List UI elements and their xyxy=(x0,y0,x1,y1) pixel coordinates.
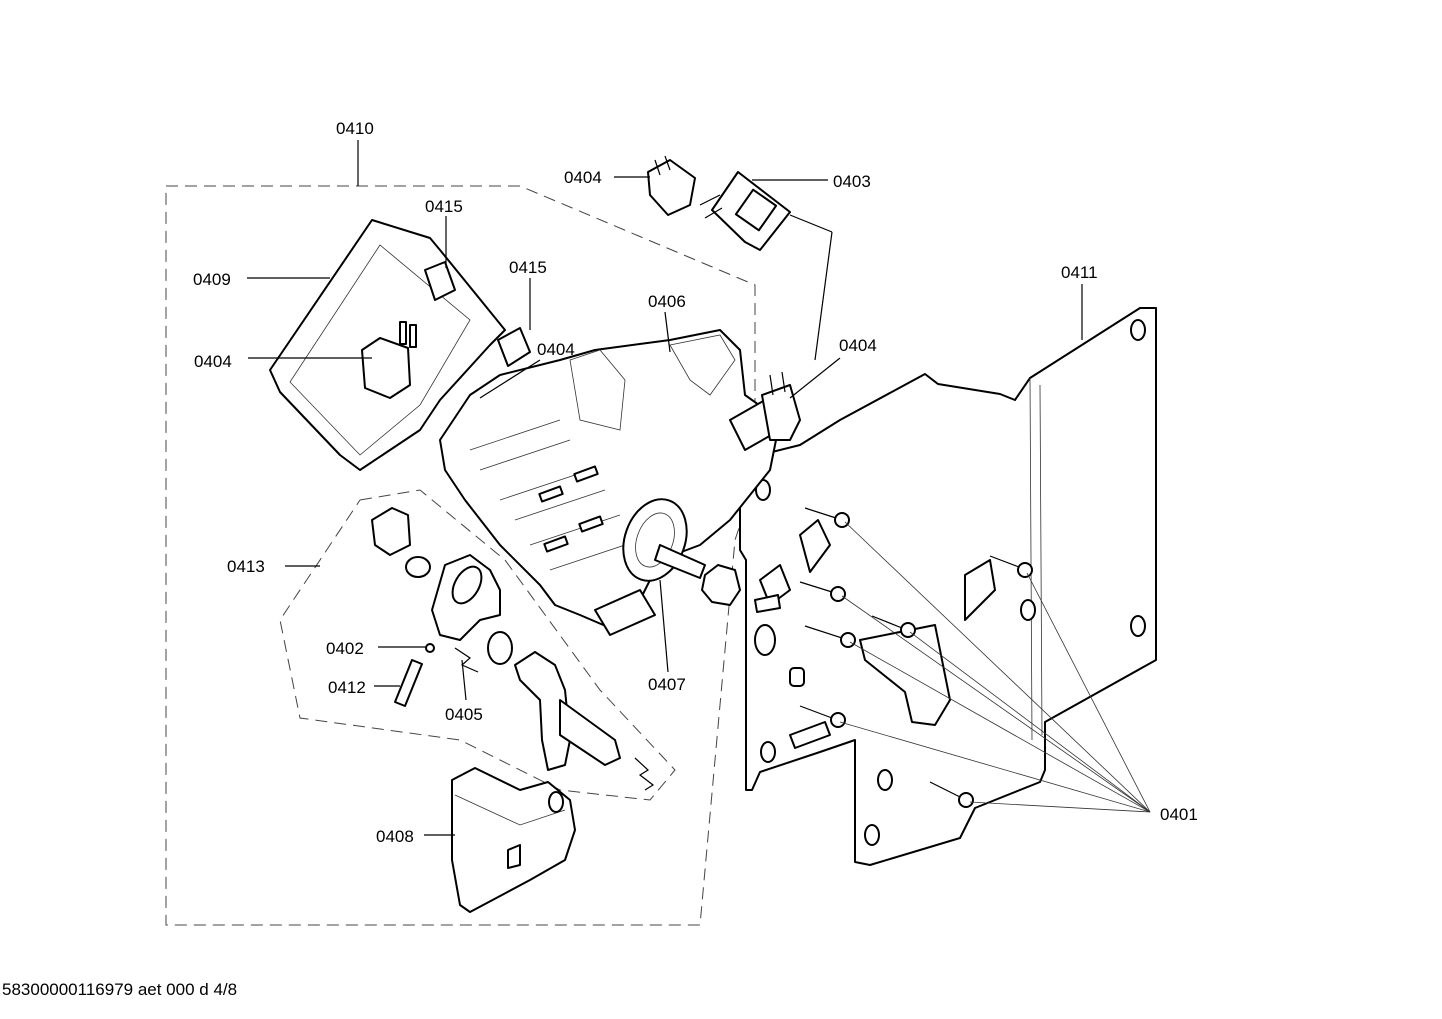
plate-hole xyxy=(877,769,893,791)
brew-cylinder xyxy=(594,589,656,636)
plate-hole xyxy=(1130,615,1146,637)
label-0405: 0405 xyxy=(445,705,483,724)
nozzle-arm xyxy=(559,699,621,766)
label-0413: 0413 xyxy=(227,557,265,576)
leader-lines xyxy=(247,140,1083,836)
label-0404-right: 0404 xyxy=(839,336,877,355)
label-0404-left: 0404 xyxy=(194,352,232,371)
plate-slot xyxy=(859,624,951,726)
brew-unit-ribs xyxy=(469,419,641,571)
label-0410: 0410 xyxy=(336,119,374,138)
plate-hole xyxy=(754,624,776,656)
plate-hole xyxy=(864,824,880,846)
drip-tray-tab xyxy=(507,844,521,869)
label-0415-b: 0415 xyxy=(509,258,547,277)
drip-tray-edge xyxy=(454,794,566,826)
valve-cap xyxy=(371,507,411,556)
label-0411: 0411 xyxy=(1061,263,1098,282)
spring xyxy=(634,757,655,791)
label-0412: 0412 xyxy=(328,678,366,697)
assembly-boundary-0410 xyxy=(165,185,756,926)
label-0404-center: 0404 xyxy=(537,340,575,359)
plate-hole xyxy=(760,741,776,763)
leader-lines-0401 xyxy=(839,521,1151,813)
switch-window xyxy=(734,188,778,232)
label-0402: 0402 xyxy=(326,639,364,658)
label-0401: 0401 xyxy=(1160,805,1198,824)
label-0408: 0408 xyxy=(376,827,414,846)
cable xyxy=(814,231,833,361)
label-0406: 0406 xyxy=(648,292,686,311)
plate-lug xyxy=(799,519,831,573)
shaft xyxy=(654,544,706,579)
spring-0405 xyxy=(454,647,479,673)
brew-slot xyxy=(543,535,569,553)
drip-tray-0408 xyxy=(451,767,576,913)
label-0404-top: 0404 xyxy=(564,168,602,187)
brew-unit-top xyxy=(569,334,736,431)
connector-0404-top xyxy=(647,159,696,216)
gear xyxy=(487,631,513,665)
bearing-ring-inner xyxy=(635,512,675,568)
document-id-footer: 58300000116979 aet 000 d 4/8 xyxy=(2,980,238,999)
plate-lug xyxy=(789,667,805,687)
brew-slot xyxy=(573,465,599,483)
plate-fold xyxy=(1029,377,1043,741)
label-0407: 0407 xyxy=(648,675,686,694)
nozzle xyxy=(514,651,571,771)
brew-slot xyxy=(538,485,564,503)
label-0415-a: 0415 xyxy=(425,197,463,216)
connector-0404-right xyxy=(761,384,801,441)
connector-pin xyxy=(399,321,407,345)
valve-ring xyxy=(451,565,483,605)
label-0403: 0403 xyxy=(833,172,871,191)
assembly-boundary-0413 xyxy=(279,489,676,801)
plate-bracket xyxy=(964,559,996,621)
mounting-plate-0411 xyxy=(739,307,1157,866)
brew-slot xyxy=(578,515,604,533)
label-0409: 0409 xyxy=(193,270,231,289)
connector-0404 xyxy=(361,337,411,399)
impeller xyxy=(701,564,741,606)
brew-unit-0406 xyxy=(439,329,781,631)
o-ring-0402 xyxy=(425,643,435,653)
screw-group-0401 xyxy=(799,507,1033,808)
plate-hole xyxy=(1020,599,1036,621)
clip-0415-a xyxy=(424,261,456,301)
plate-hole xyxy=(1130,319,1146,341)
connector-pin xyxy=(409,324,417,348)
plate-slot xyxy=(789,721,831,749)
pin xyxy=(754,594,781,613)
drip-tray-cap xyxy=(548,791,564,813)
cable xyxy=(789,214,833,233)
small-cap xyxy=(405,556,431,578)
pin-0412 xyxy=(394,659,423,707)
clip-0415-b xyxy=(497,327,531,367)
box-inner xyxy=(289,244,471,456)
